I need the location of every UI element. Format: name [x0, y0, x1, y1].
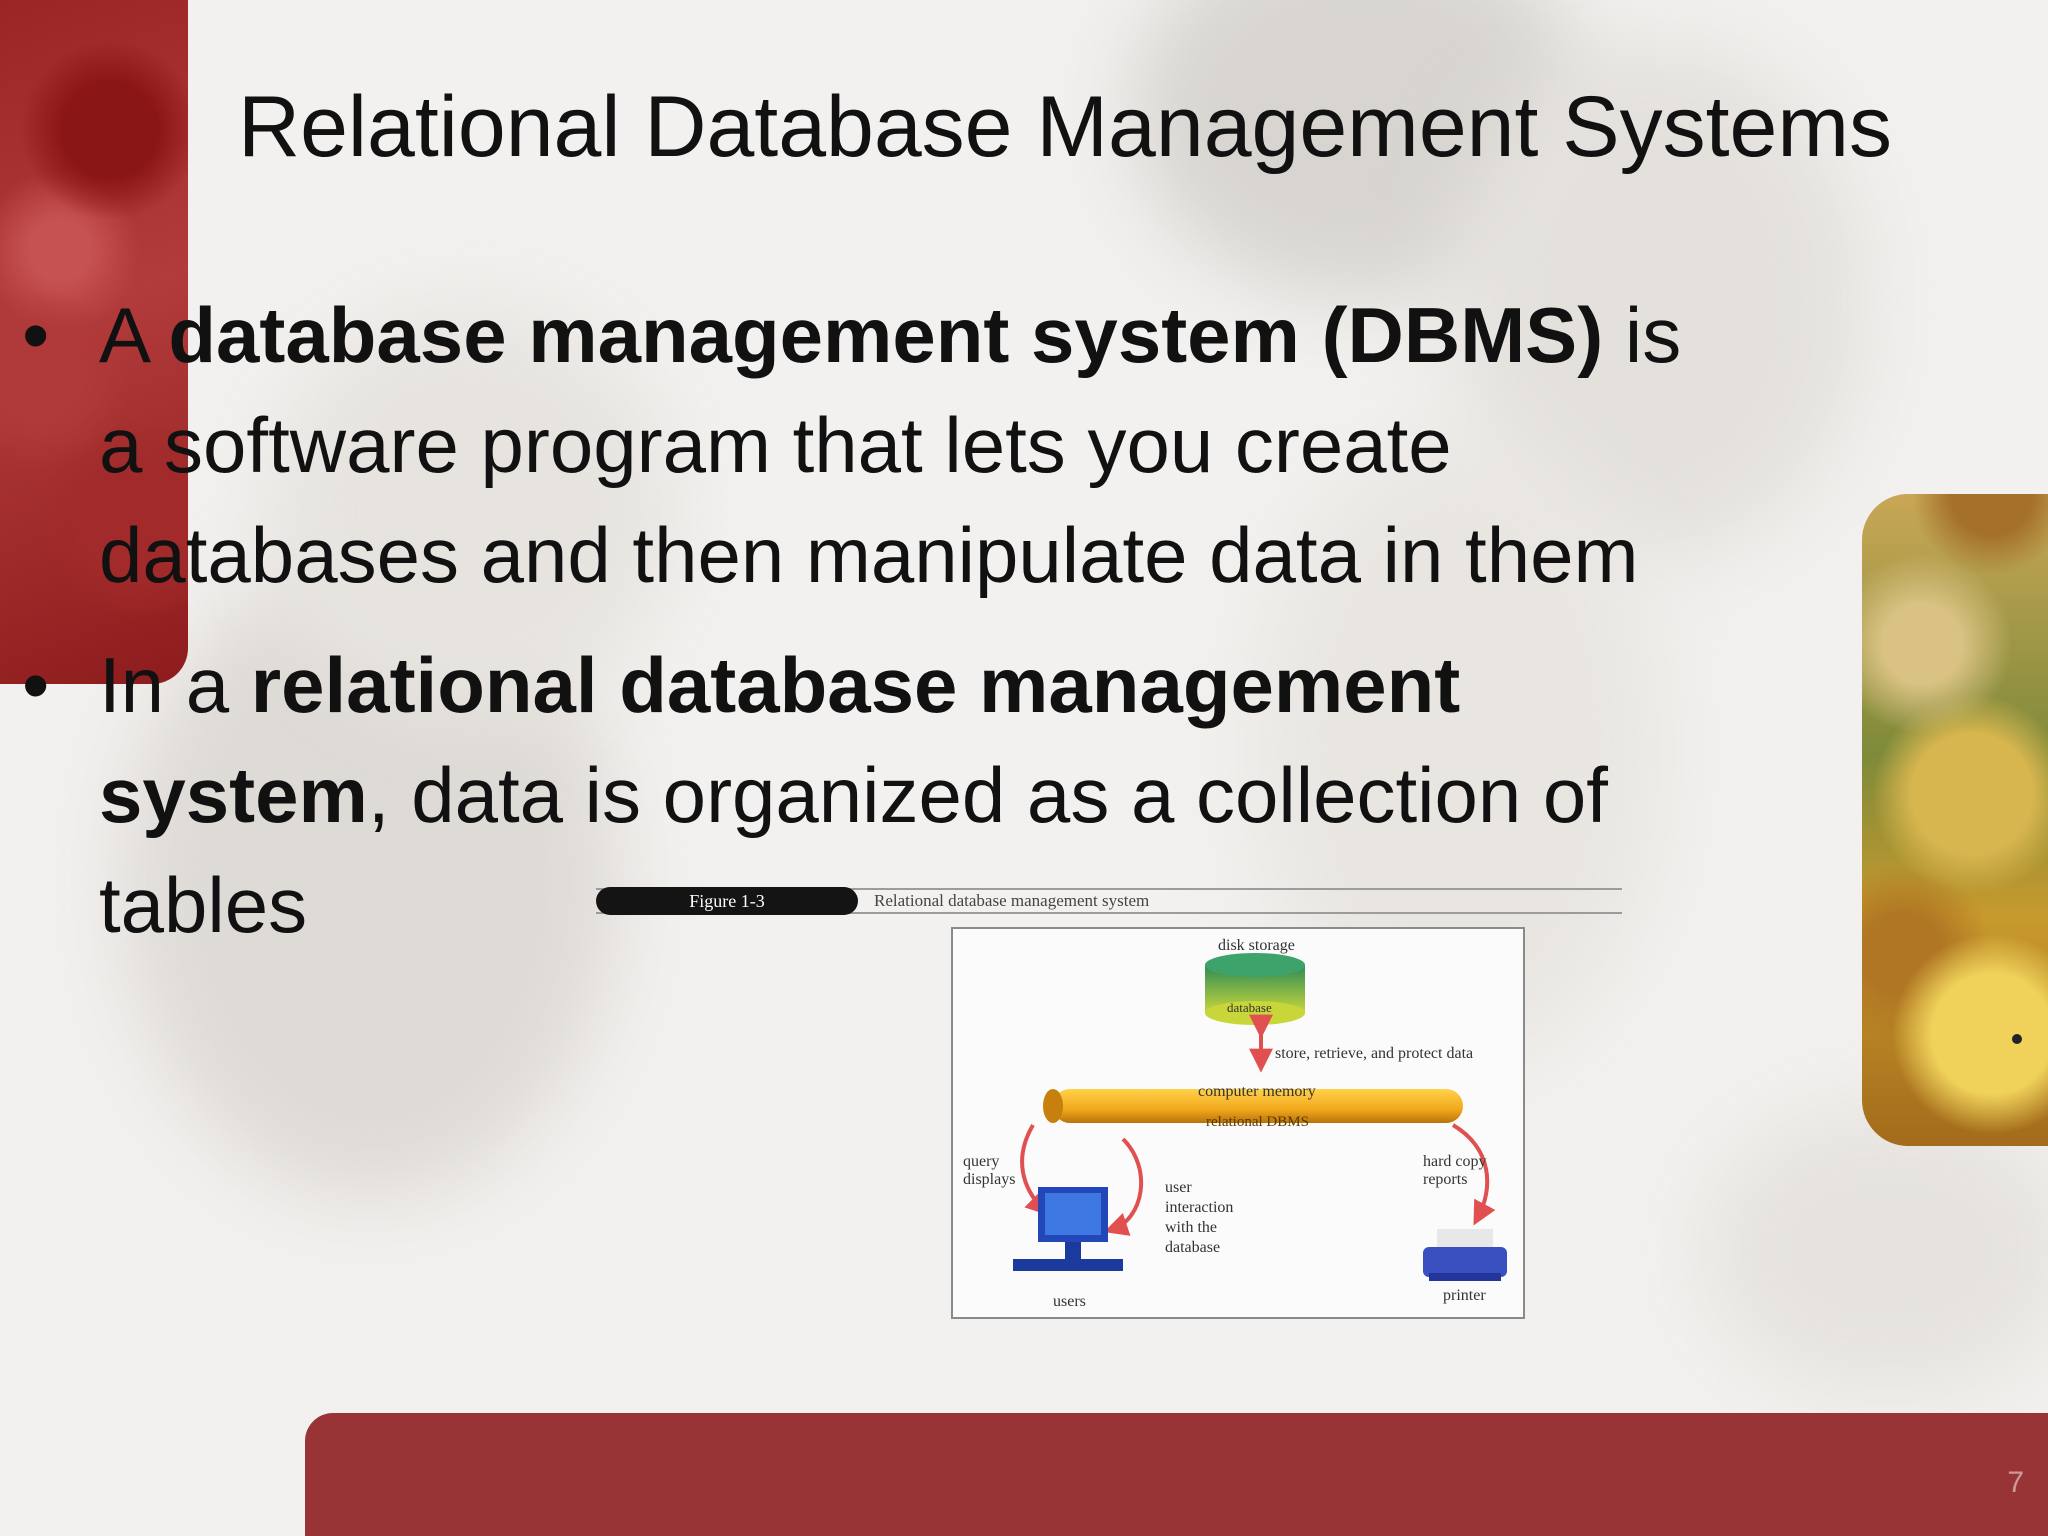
bullet-bold-term: database management system (DBMS): [168, 291, 1604, 379]
label-query: query: [963, 1153, 1000, 1170]
label-users: users: [1053, 1293, 1086, 1310]
bullet-icon: •: [22, 641, 50, 729]
label-database: database: [1227, 1000, 1272, 1015]
bullet-item: • A database management system (DBMS) is…: [22, 280, 1682, 610]
label-user: user: [1165, 1179, 1192, 1196]
rdbms-pipe-icon: [1043, 1089, 1463, 1123]
figure-tag: Figure 1-3: [596, 887, 858, 915]
background-blob: [1700, 1100, 2048, 1400]
bullet-tail: , data is organized as a collection of t…: [99, 751, 1608, 949]
database-cylinder-icon: [1205, 953, 1305, 1025]
label-printer: printer: [1443, 1287, 1486, 1304]
label-displays: displays: [963, 1171, 1016, 1188]
label-store-retrieve: store, retrieve, and protect data: [1275, 1045, 1474, 1062]
background-blob: [260, 300, 680, 720]
slide-number: 7: [2007, 1466, 2024, 1499]
bullet-lead: In a: [99, 641, 251, 729]
label-disk-storage: disk storage: [1218, 937, 1295, 954]
red-flower-image: [0, 0, 188, 684]
printer-icon: [1423, 1229, 1507, 1281]
footer-bar: [305, 1413, 2048, 1536]
bullet-item: • In a relational database management sy…: [22, 630, 1682, 960]
slide-title: Relational Database Management Systems: [238, 79, 1892, 175]
yellow-flower-image: [1862, 494, 2048, 1146]
label-relational-dbms: relational DBMS: [1206, 1114, 1309, 1130]
computer-icon: [1013, 1187, 1123, 1271]
bullet-list: • A database management system (DBMS) is…: [22, 280, 1682, 960]
diagram-graphics: [1013, 953, 1507, 1281]
label-interaction: interaction: [1165, 1199, 1234, 1216]
label-database-2: database: [1165, 1239, 1221, 1256]
figure-caption-bar: [596, 886, 1622, 916]
label-with-the: with the: [1165, 1219, 1217, 1236]
bullet-lead: A: [99, 291, 169, 379]
rdbms-diagram: disk storage database store, retrieve, a…: [951, 927, 1525, 1319]
bullet-icon: •: [22, 291, 50, 379]
label-computer-memory: computer memory: [1198, 1083, 1316, 1100]
bullet-tail: is a software program that lets you crea…: [99, 291, 1682, 599]
figure-caption: Relational database management system: [874, 891, 1150, 910]
label-hard-copy: hard copy: [1423, 1153, 1487, 1170]
label-reports: reports: [1423, 1171, 1468, 1188]
bullet-bold-term: relational database management system: [99, 641, 1461, 839]
